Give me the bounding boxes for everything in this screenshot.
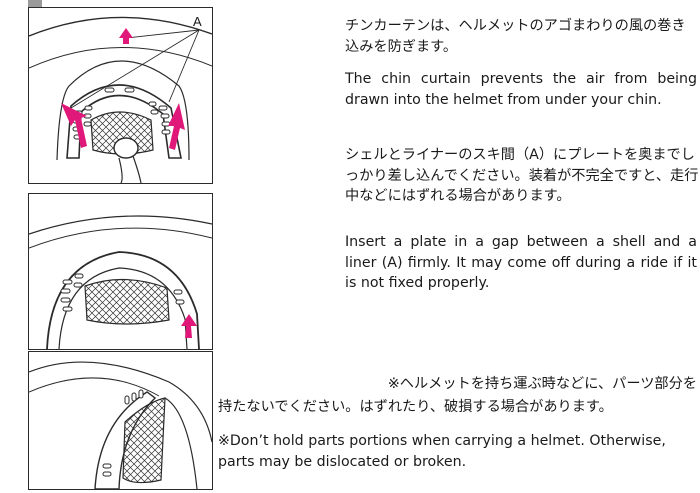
figure-chin-curtain-insertion: A bbox=[28, 7, 213, 184]
figure-chin-curtain-fitted bbox=[28, 193, 213, 350]
figure-chin-curtain-side bbox=[28, 351, 213, 490]
figure-callout-a: A bbox=[193, 14, 202, 29]
caution-note-jp-line2: 持たないでください。はずれたり、破損する場合があります。 bbox=[218, 399, 613, 415]
caution-note-jp-line1: ※ヘルメットを持ち運ぶ時などに、パーツ部分を bbox=[387, 376, 697, 392]
description-jp: チンカーテンは、ヘルメットのアゴまわりの風の巻き込みを防ぎます。 bbox=[345, 18, 686, 55]
instruction-jp: シェルとライナーのスキ間（A）にプレートを奥までしっかり差し込んでください。装着… bbox=[345, 147, 699, 204]
description-en: The chin curtain prevents the air from b… bbox=[345, 71, 697, 108]
caution-note-en: ※Don’t hold parts portions when carrying… bbox=[218, 433, 666, 470]
section-marker-tab bbox=[28, 0, 42, 7]
instruction-en: Insert a plate in a gap between a shell … bbox=[345, 234, 697, 291]
